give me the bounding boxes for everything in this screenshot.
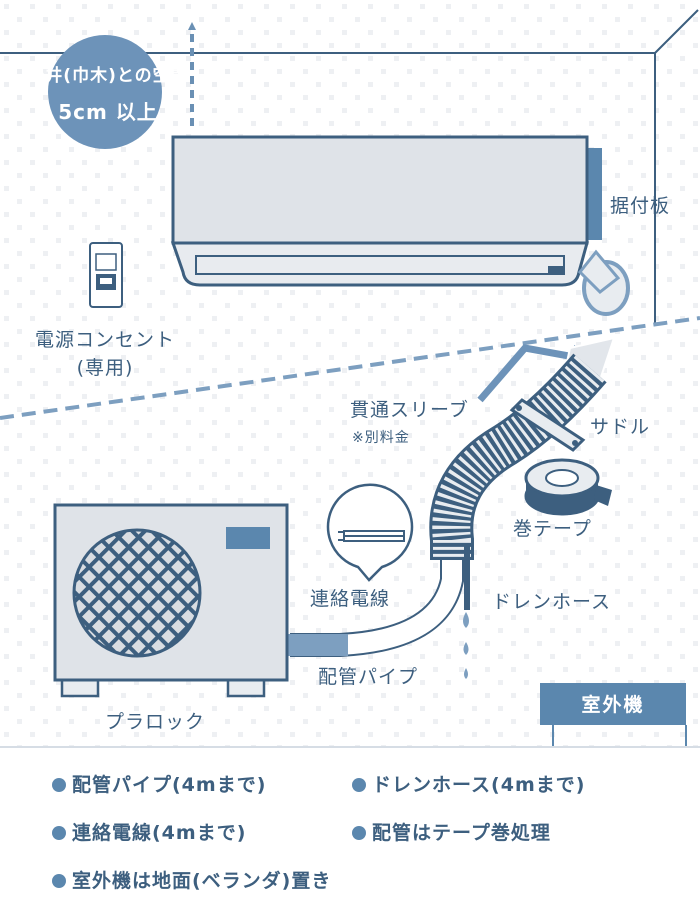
note-text: 配管パイプ(4mまで) [72,774,267,796]
notes-panel: 配管パイプ(4mまで) ドレンホース(4mまで) 連絡電線(4mまで) 配管はテ… [0,746,700,908]
note-text: 室外機は地面(ベランダ)置き [72,870,332,892]
clearance-bubble [48,35,162,149]
note-item: 配管パイプ(4mまで) [52,770,266,797]
wire-callout [326,483,414,582]
drain-label: ドレンホース [492,591,611,613]
note-item: 配管はテープ巻処理 [352,818,551,845]
clearance-line1: 天井(巾木)との空間 [27,65,188,86]
outdoor-badge [540,683,687,748]
note-item: 連絡電線(4mまで) [52,818,246,845]
sleeve-note: ※別料金 [352,430,410,446]
note-text: 連絡電線(4mまで) [72,822,247,844]
note-item: ドレンホース(4mまで) [352,770,585,797]
sleeve-label: 貫通スリーブ [350,398,469,421]
clearance-arrow [188,22,196,126]
outdoor-unit [53,503,289,698]
drain-drips [463,612,469,679]
outdoor-badge-text: 室外機 [581,693,644,716]
wire-label: 連絡電線 [310,588,390,610]
bullet-dot [52,778,66,792]
saddle-label: サドル [590,416,650,438]
indoor-unit [170,135,602,287]
bullet-dot [352,826,366,840]
note-text: 配管はテープ巻処理 [372,822,551,844]
outlet-label-line1: 電源コンセント [35,329,175,351]
bullet-dot [352,778,366,792]
clearance-line2: 5cm 以上 [58,100,158,124]
block-label: プラロック [105,711,205,733]
pipe-label: 配管パイプ [318,666,418,688]
mounting-plate-label: 据付板 [610,195,670,217]
piping-run [288,353,607,657]
note-item: 室外機は地面(ベランダ)置き [52,866,331,893]
bullet-dot [52,874,66,888]
wall-pipe [577,249,630,316]
saddle [509,398,586,452]
bullet-dot [52,826,66,840]
power-outlet [89,242,123,308]
tape-label: 巻テープ [513,518,592,540]
note-text: ドレンホース(4mまで) [372,774,586,796]
outlet-label-line2: (専用) [77,357,134,379]
tape-roll [524,458,612,516]
